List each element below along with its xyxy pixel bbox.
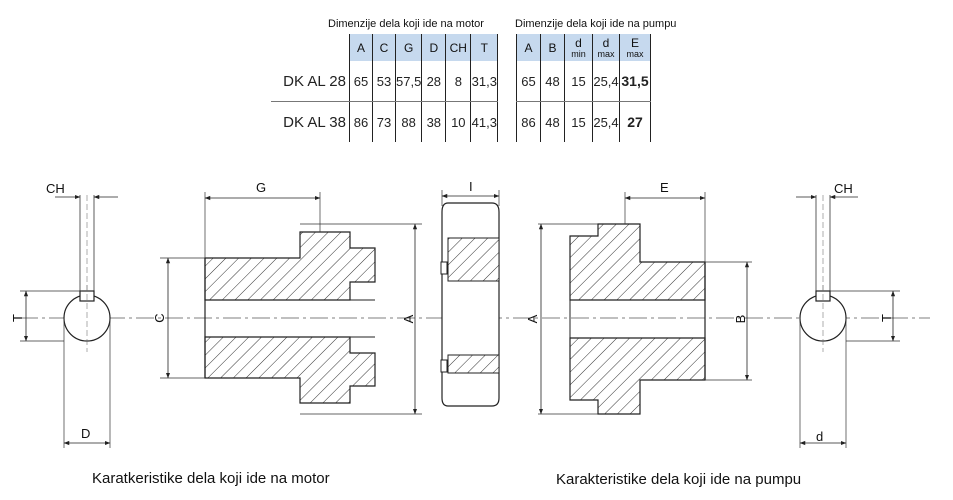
- pump-hub-section: [538, 192, 752, 415]
- pump-table-title: Dimenzije dela koji ide na pumpu: [515, 18, 677, 30]
- motor-header-t: T: [470, 34, 499, 61]
- label-ch-left: CH: [46, 181, 65, 196]
- table-cell: 57,5: [394, 61, 423, 102]
- table-cell: 8: [445, 61, 472, 102]
- label-c: C: [152, 313, 167, 322]
- label-b: B: [733, 315, 748, 324]
- label-a-motor: A: [401, 314, 416, 323]
- spider-insert: [440, 190, 500, 407]
- motor-table-title: Dimenzije dela koji ide na motor: [328, 18, 484, 30]
- label-e: E: [660, 180, 669, 195]
- table-cell: 31,5: [619, 61, 651, 102]
- motor-dimensions-table: A C G D CH T DK AL 28 65 53 57,5 28 8 31…: [271, 34, 499, 142]
- label-ch-right: CH: [834, 181, 853, 196]
- table-cell: 88: [394, 101, 423, 142]
- label-a-pump: A: [525, 314, 540, 323]
- table-cell: 31,3: [470, 61, 499, 102]
- label-d-left: D: [81, 426, 90, 441]
- table-cell: 48: [540, 61, 565, 102]
- motor-header-a: A: [349, 34, 373, 61]
- table-cell: 41,3: [470, 101, 499, 142]
- motor-hub-section: [160, 192, 422, 415]
- label-t-right: T: [879, 314, 894, 322]
- pump-header-a: A: [516, 34, 541, 61]
- motor-header-ch: CH: [445, 34, 472, 61]
- label-g: G: [256, 180, 266, 195]
- table-cell: 25,4: [592, 61, 620, 102]
- table-row: DK AL 38 86 73 88 38 10 41,3: [271, 101, 499, 142]
- table-row: 65 48 15 25,4 31,5: [516, 61, 651, 102]
- table-cell: 15: [564, 61, 593, 102]
- label-t-left: T: [10, 314, 25, 322]
- label-d-right: d: [816, 429, 823, 444]
- pump-header-b: B: [540, 34, 565, 61]
- table-cell: 38: [421, 101, 447, 142]
- table-row: DK AL 28 65 53 57,5 28 8 31,3: [271, 61, 499, 102]
- table-cell: 28: [421, 61, 447, 102]
- pump-caption: Karakteristike dela koji ide na pumpu: [556, 471, 802, 488]
- table-row: 86 48 15 25,4 27: [516, 101, 651, 142]
- table-cell: 48: [540, 101, 565, 142]
- table-cell: 86: [349, 101, 373, 142]
- table-cell: 27: [619, 101, 651, 142]
- table-cell: 10: [445, 101, 472, 142]
- model-name: DK AL 28: [271, 61, 350, 102]
- motor-caption: Karatkeristike dela koji ide na motor: [92, 470, 330, 487]
- motor-header-d: D: [421, 34, 447, 61]
- motor-header-g: G: [394, 34, 423, 61]
- pump-bore-end-view: [796, 194, 900, 448]
- table-cell: 65: [349, 61, 373, 102]
- motor-bore-end-view: [20, 194, 118, 448]
- label-i: I: [469, 179, 473, 194]
- model-name: DK AL 38: [271, 101, 350, 142]
